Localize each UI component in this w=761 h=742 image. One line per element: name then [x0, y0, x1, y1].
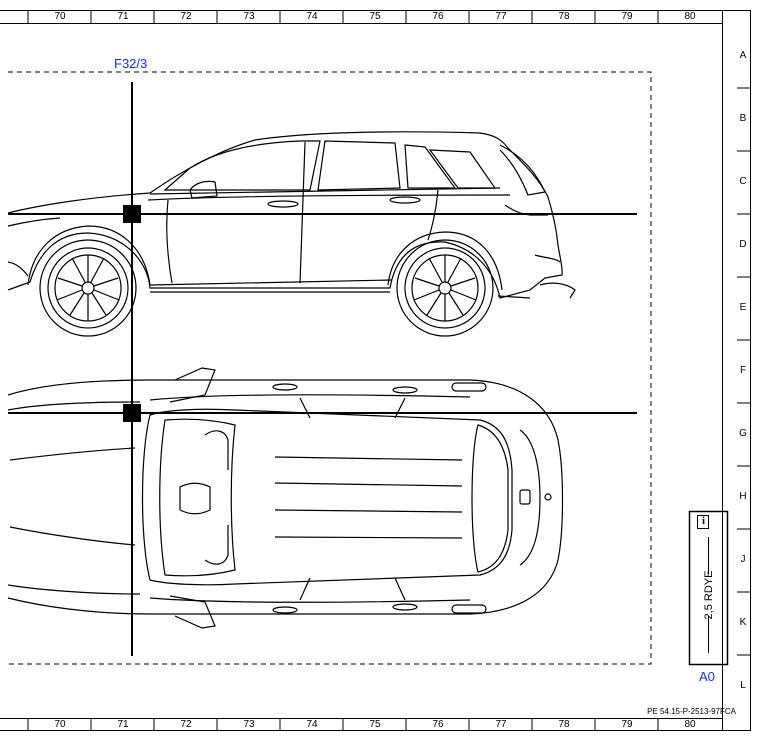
col-label-bottom: 70 — [54, 719, 66, 730]
component-boundary — [8, 71, 652, 665]
wire-label[interactable]: A0 — [699, 669, 715, 684]
row-label: K — [739, 617, 747, 628]
wire-box — [688, 510, 729, 666]
col-label-bottom: 72 — [180, 719, 192, 730]
drawing-id: PE 54.15-P-2513-97FCA — [647, 707, 736, 716]
col-label-bottom: 71 — [117, 719, 129, 730]
row-label: G — [739, 428, 747, 439]
col-label-top: 75 — [369, 11, 381, 22]
col-label-top: 77 — [495, 11, 507, 22]
column-ticks — [27, 10, 659, 731]
col-label-bottom: 77 — [495, 719, 507, 730]
row-label: H — [739, 491, 747, 502]
col-label-top: 76 — [432, 11, 444, 22]
col-label-top: 73 — [243, 11, 255, 22]
col-label-top: 80 — [684, 11, 696, 22]
car-top-view — [7, 367, 564, 629]
col-label-top: 72 — [180, 11, 192, 22]
row-label: F — [739, 365, 747, 376]
wire-spec: 2,5 RDYE — [703, 570, 715, 620]
col-label-bottom: 80 — [684, 719, 696, 730]
connector-label[interactable]: F32/3 — [114, 56, 148, 71]
car-side-view — [7, 131, 576, 337]
connector-marker-side[interactable] — [123, 205, 141, 223]
frame — [0, 10, 751, 731]
row-label: E — [739, 302, 747, 313]
info-icon[interactable] — [697, 515, 709, 529]
info-icon-glyph: i — [701, 515, 706, 527]
col-label-top: 78 — [558, 11, 570, 22]
row-ticks — [737, 87, 750, 656]
col-label-bottom: 79 — [621, 719, 633, 730]
col-label-top: 71 — [117, 11, 129, 22]
col-label-bottom: 78 — [558, 719, 570, 730]
col-label-top: 79 — [621, 11, 633, 22]
col-label-top: 70 — [54, 11, 66, 22]
col-label-bottom: 76 — [432, 719, 444, 730]
reference-lines — [8, 82, 637, 656]
row-label: C — [739, 176, 747, 187]
connector-marker-top[interactable] — [123, 404, 141, 422]
row-label: J — [740, 554, 746, 565]
col-label-bottom: 74 — [306, 719, 318, 730]
col-label-bottom: 73 — [243, 719, 255, 730]
row-label: A — [739, 50, 747, 61]
col-label-bottom: 75 — [369, 719, 381, 730]
row-label: B — [739, 113, 747, 124]
row-label: L — [740, 680, 746, 691]
col-label-top: 74 — [306, 11, 318, 22]
row-label: D — [739, 239, 747, 250]
